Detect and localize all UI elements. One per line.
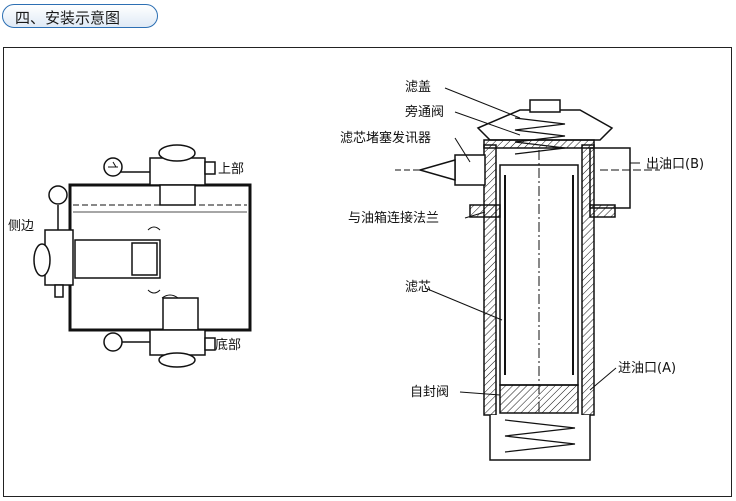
label-side: 侧边 (8, 219, 34, 234)
bottom-mounted-filter (103, 294, 216, 368)
label-top: 上部 (218, 162, 244, 177)
label-filter-element: 滤芯 (405, 280, 431, 295)
label-inlet: 进油口(A) (618, 361, 676, 376)
leader-lines (424, 87, 640, 396)
label-bypass-valve: 旁通阀 (405, 104, 444, 120)
label-filter-cover: 滤盖 (405, 80, 431, 95)
label-clog-indicator: 滤芯堵塞发讯器 (340, 130, 431, 146)
label-outlet: 出油口(B) (646, 157, 704, 172)
diagram-frame (3, 47, 732, 497)
filter-cross-section (395, 99, 660, 461)
side-mounted-filter (33, 185, 161, 298)
top-mounted-filter (103, 144, 216, 206)
filter-cover-shape (476, 109, 614, 141)
label-self-seal-valve: 自封阀 (410, 385, 449, 400)
label-bottom: 底部 (215, 337, 241, 353)
section-title: 四、安装示意图 (15, 9, 121, 27)
label-tank-flange: 与油箱连接法兰 (348, 210, 439, 226)
section-title-tab: 四、安装示意图 (2, 4, 158, 28)
tank-diagram (33, 144, 252, 368)
